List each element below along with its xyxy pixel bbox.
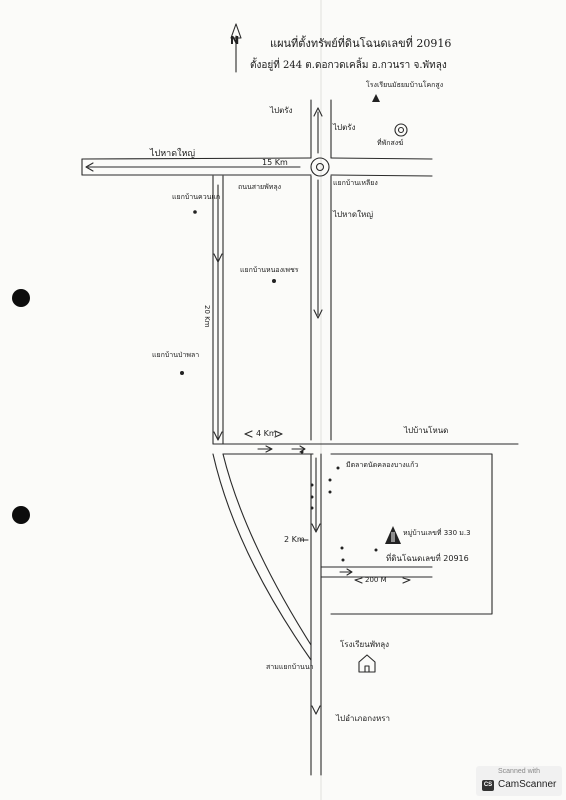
label-village: หมู่บ้านเลขที่ 330 ม.3 — [403, 529, 471, 537]
dist-4-arrow-right — [274, 430, 283, 438]
label-farm1: แยกบ้านควนแก — [172, 193, 221, 201]
arrow-west — [85, 162, 94, 172]
label-dist-4: 4 Km — [256, 429, 277, 438]
label-temple: ที่พักสงฆ์ — [377, 139, 404, 147]
school-top-marker — [372, 94, 380, 102]
arrow-mid-east — [257, 445, 273, 453]
arrow-west-road-down — [213, 253, 223, 263]
label-market: มีตลาดนัดคลองบางแก้ว — [346, 461, 419, 469]
temple-outer — [394, 123, 408, 137]
label-farm3: แยกบ้านป่าพลา — [152, 351, 200, 359]
road-top-north-edge — [81, 157, 312, 160]
arrow-ns-up — [313, 107, 323, 117]
arrow-ns-down — [313, 309, 323, 319]
label-school-top: โรงเรียนมัธยมบ้านโคกสูง — [366, 81, 444, 89]
label-south-to: ไปหาดใหญ่ — [333, 210, 374, 219]
label-west-to: ไปหาดใหญ่ — [150, 149, 196, 159]
arrow-lower-down-2 — [311, 705, 321, 715]
watermark-brand: CamScanner — [498, 779, 557, 790]
farm2-dot — [272, 279, 276, 283]
arrow-lower-down — [311, 523, 321, 533]
label-plot: ที่ดินโฉนดเลขที่ 20916 — [386, 554, 469, 563]
roundabout-outer — [310, 157, 330, 177]
punch-hole-bottom — [12, 506, 30, 524]
label-dist-2: 2 Km — [284, 535, 305, 544]
road-diagonal-inner — [222, 453, 312, 646]
property-boundary — [330, 453, 493, 615]
label-south-end: ไปอำเภอกงหรา — [336, 714, 391, 723]
punch-hole-top — [12, 289, 30, 307]
label-farm2: แยกบ้านหนองเพชร — [240, 266, 299, 274]
road-top-south-edge-east — [330, 174, 433, 177]
label-road-name: ถนนสายพัทลุง — [238, 183, 282, 191]
farm3-dot — [180, 371, 184, 375]
map-title-line2: ตั้งอยู่ที่ 244 ต.ดอกวดเคลิ้ม อ.กวนรา จ.… — [250, 60, 447, 71]
watermark-scanned-text: Scanned with — [497, 768, 541, 775]
label-dist-200: 200 M — [365, 576, 387, 584]
label-dist-20: 20 Km — [203, 305, 211, 328]
road-top-north-edge-east — [330, 157, 433, 160]
school-door — [364, 665, 370, 673]
label-east-to: ไปบ้านโหนด — [404, 426, 449, 435]
roundabout-inner — [315, 162, 325, 172]
camscanner-watermark: Scanned with CS CamScanner — [476, 766, 562, 796]
label-junction: แยกบ้านเหลียง — [333, 179, 378, 187]
dist-200-arrow-left — [354, 577, 363, 584]
map-title-line1: แผนที่ตั้งทรัพย์ที่ดินโฉนดเลขที่ 20916 — [270, 37, 452, 50]
arrow-access-east — [339, 568, 353, 576]
label-north-to: ไปตรัง — [270, 106, 293, 115]
dist-200-arrow-right — [402, 577, 411, 584]
label-dist-top: 15 Km — [262, 158, 288, 167]
label-north-road: ไปตรัง — [333, 123, 356, 132]
label-school-bottom: โรงเรียนพัทลุง — [340, 640, 390, 649]
road-diagonal-outer — [212, 453, 312, 661]
village-marker — [385, 526, 401, 544]
compass-arrow-head — [230, 23, 242, 39]
label-junction-bottom: สามแยกบ้านนา — [266, 663, 314, 671]
compass-letter: N — [230, 34, 240, 47]
dist-4-arrow-left — [244, 430, 253, 438]
farm1-dot — [193, 210, 197, 214]
camscanner-logo-icon: CS — [482, 780, 494, 791]
temple-inner — [397, 126, 405, 134]
school-house-icon — [358, 654, 376, 673]
arrow-west-road-down-2 — [213, 431, 223, 441]
